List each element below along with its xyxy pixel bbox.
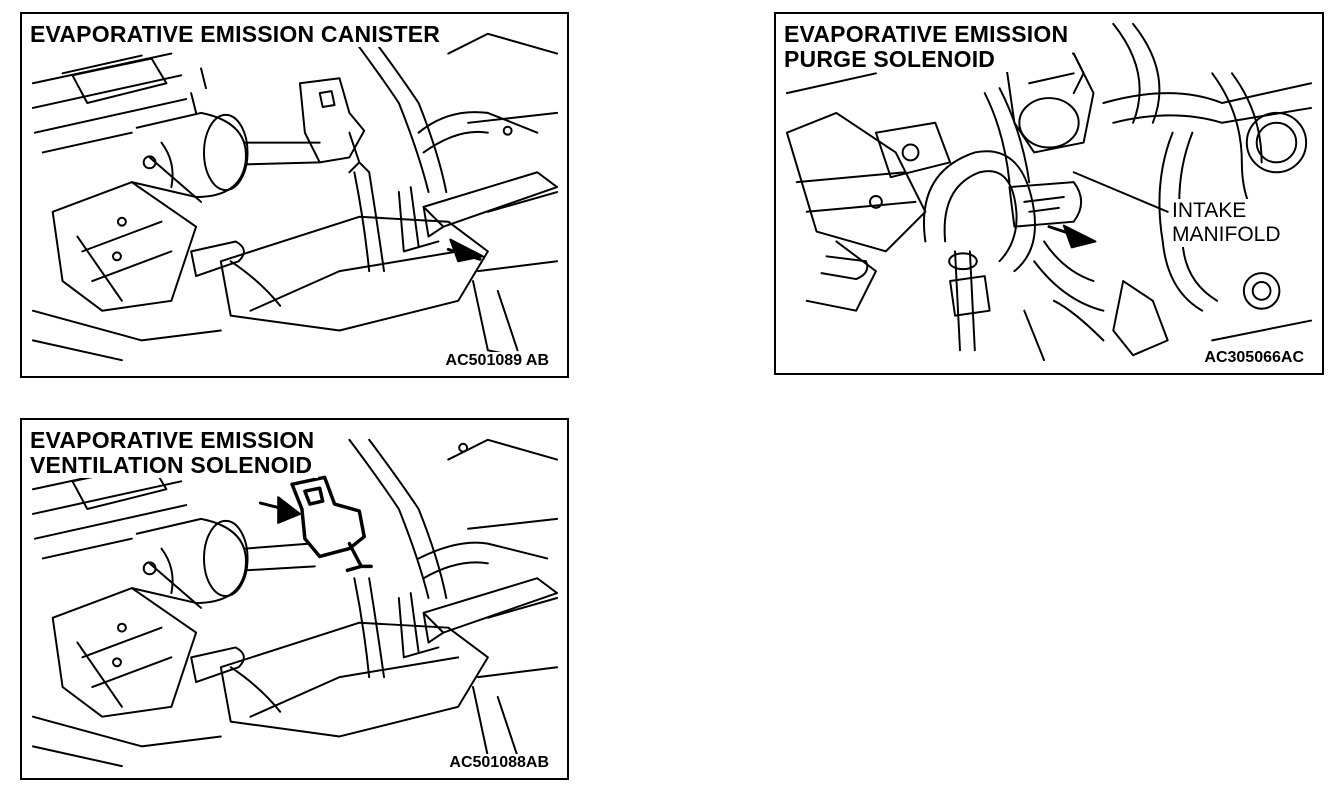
canister-diagram-panel: EVAPORATIVE EMISSION CANISTER AC501089 A… (20, 12, 569, 378)
figure-code: AC501088AB (447, 754, 551, 772)
figure-code: AC305066AC (1202, 349, 1306, 367)
purge-solenoid-line-drawing (785, 22, 1313, 362)
ventilation-solenoid-diagram-panel: EVAPORATIVE EMISSION VENTILATION SOLENOI… (20, 418, 569, 780)
title-line: VENTILATION SOLENOID (30, 452, 313, 478)
purge-solenoid-diagram-panel: EVAPORATIVE EMISSION PURGE SOLENOID INTA… (774, 12, 1324, 375)
title-line: EVAPORATIVE EMISSION (30, 427, 315, 453)
figure-code: AC501089 AB (443, 352, 551, 370)
title-line: EVAPORATIVE EMISSION CANISTER (30, 21, 441, 47)
panel-title: EVAPORATIVE EMISSION VENTILATION SOLENOI… (30, 427, 319, 478)
panel-title: EVAPORATIVE EMISSION PURGE SOLENOID (784, 21, 1073, 72)
title-line: PURGE SOLENOID (784, 46, 996, 72)
canister-line-drawing (31, 32, 559, 362)
callout-line: MANIFOLD (1172, 223, 1281, 246)
title-line: EVAPORATIVE EMISSION (784, 21, 1069, 47)
intake-manifold-callout: INTAKE MANIFOLD (1172, 199, 1281, 247)
callout-line: INTAKE (1172, 199, 1247, 222)
panel-title: EVAPORATIVE EMISSION CANISTER (30, 21, 445, 47)
